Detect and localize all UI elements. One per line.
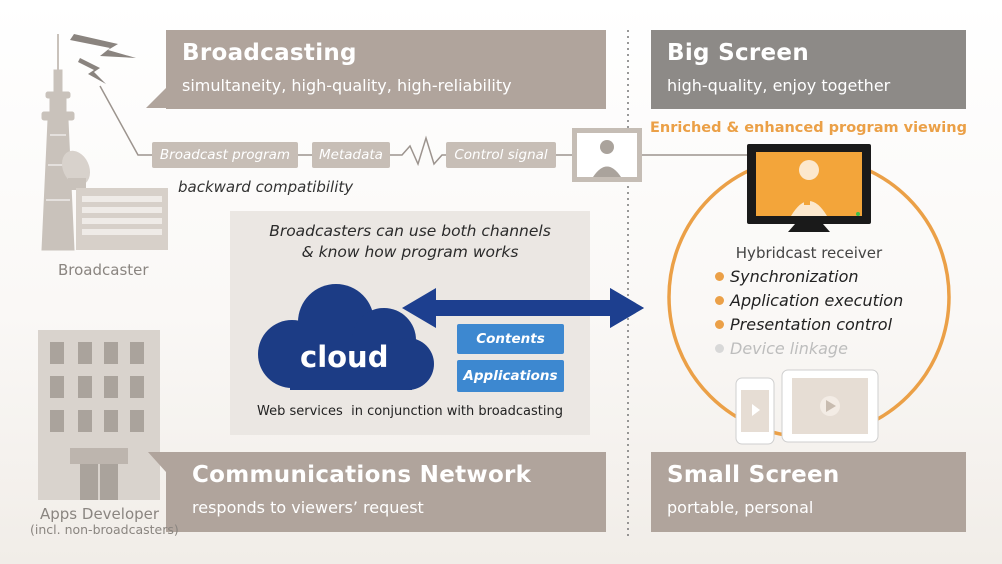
receiver-item-device-linkage: Device linkage (715, 339, 848, 358)
center-caption-line1: Broadcasters can use both channels (269, 222, 551, 240)
broadcaster-label: Broadcaster (58, 261, 149, 279)
program-thumbnail-icon (572, 128, 642, 182)
cloud-label: cloud (300, 340, 389, 374)
applications-button: Applications (457, 360, 564, 392)
tv-icon (747, 144, 871, 232)
receiver-title: Hybridcast receiver (735, 244, 883, 262)
small-screen-box: Small Screen portable, personal (651, 452, 966, 532)
big-screen-subtitle: high-quality, enjoy together (667, 76, 891, 95)
zigzag-line (390, 135, 446, 167)
communications-subtitle: responds to viewers’ request (192, 498, 424, 517)
satellite-dish-icon (61, 150, 91, 190)
apps-developer-label: Apps Developer (40, 505, 160, 523)
apps-developer-sublabel: (incl. non-broadcasters) (30, 522, 179, 537)
double-arrow-icon-front (402, 288, 644, 328)
broadcaster-building-icon (76, 188, 168, 250)
web-services-label: Web services in conjunction with broadca… (257, 404, 563, 419)
control-signal-pill: Control signal (446, 142, 556, 168)
small-screen-subtitle: portable, personal (667, 498, 814, 517)
receiver-item-synchronization: Synchronization (715, 267, 859, 286)
communications-box: Communications Network responds to viewe… (166, 452, 606, 532)
center-caption-line2: & know how program works (301, 243, 519, 261)
cloud-icon-front (258, 284, 434, 390)
broadcasting-title: Broadcasting (182, 40, 357, 66)
broadcasting-subtitle: simultaneity, high-quality, high-reliabi… (182, 76, 512, 95)
contents-button: Contents (457, 324, 564, 354)
backward-compat-label: backward compatibility (178, 178, 354, 196)
tablet-icon (781, 369, 879, 443)
enriched-label: Enriched & enhanced program viewing (650, 120, 967, 136)
broadcasting-box: Broadcasting simultaneity, high-quality,… (166, 30, 606, 109)
big-screen-box: Big Screen high-quality, enjoy together (651, 30, 966, 109)
apps-developer-building-icon (38, 330, 160, 500)
small-screen-title: Small Screen (667, 462, 840, 488)
communications-title: Communications Network (192, 462, 532, 488)
smartphone-icon (735, 377, 775, 445)
signal-line (99, 85, 152, 156)
big-screen-title: Big Screen (667, 40, 809, 66)
lightning-icon (70, 34, 136, 58)
receiver-item-application-execution: Application execution (715, 291, 903, 310)
metadata-pill: Metadata (312, 142, 390, 168)
receiver-item-presentation-control: Presentation control (715, 315, 892, 334)
broadcast-program-pill: Broadcast program (152, 142, 298, 168)
